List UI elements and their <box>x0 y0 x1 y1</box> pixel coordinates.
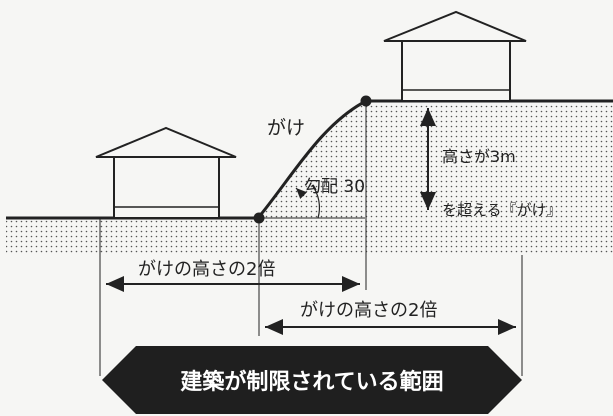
lower-double-height-label: がけの高さの2倍 <box>138 259 275 280</box>
cliff-label: がけ <box>267 117 305 139</box>
slope-angle-arc <box>311 184 321 219</box>
ground-fill <box>6 101 613 255</box>
cliff-top-point <box>360 95 372 107</box>
ground-surface-line <box>6 99 613 220</box>
restricted-zone-label: 建築が制限されている範囲 <box>180 369 443 395</box>
height-rule-line2: を超える『がけ』 <box>442 201 562 219</box>
lower-house-icon <box>95 126 237 219</box>
slope-angle-pointer <box>295 187 308 200</box>
upper-house-icon <box>383 10 527 102</box>
height-rule-line1: 高さが3m <box>442 147 516 166</box>
upper-double-height-label: がけの高さの2倍 <box>300 300 437 321</box>
restricted-zone-banner <box>102 346 522 414</box>
slope-label: 勾配 30 <box>304 177 365 197</box>
